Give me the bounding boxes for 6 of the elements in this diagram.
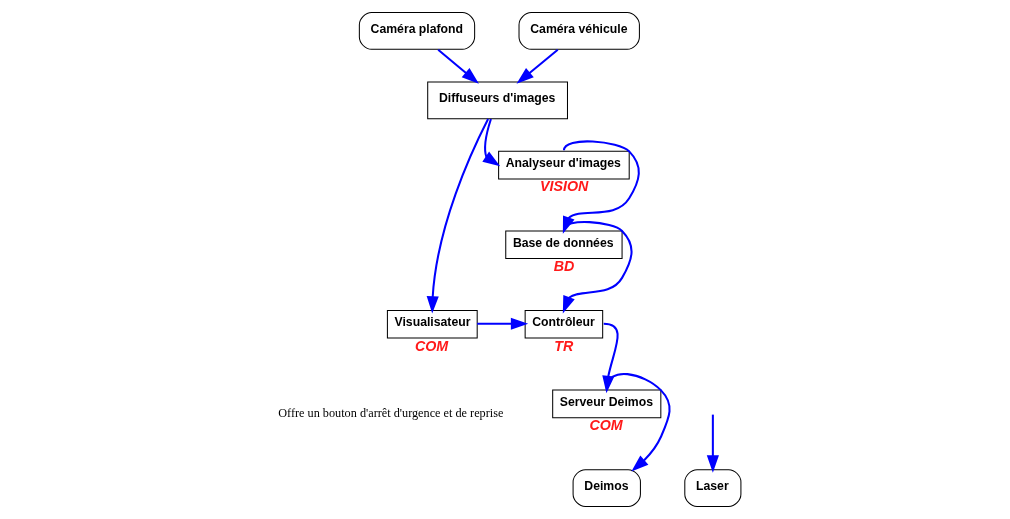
node-label: TR bbox=[553, 337, 573, 354]
node-label: COM bbox=[414, 337, 448, 354]
node-label: BD bbox=[553, 257, 574, 274]
label: Offre un bouton d'arrêt d'urgence et de reprise bbox=[277, 405, 503, 420]
node-label: COM bbox=[588, 417, 623, 434]
node-label: VISION bbox=[539, 178, 588, 195]
